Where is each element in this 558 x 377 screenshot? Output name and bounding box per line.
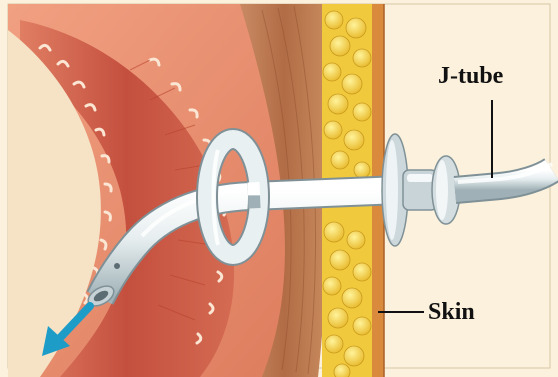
jtube-label: J-tube (438, 64, 503, 88)
skin-label: Skin (428, 300, 475, 324)
